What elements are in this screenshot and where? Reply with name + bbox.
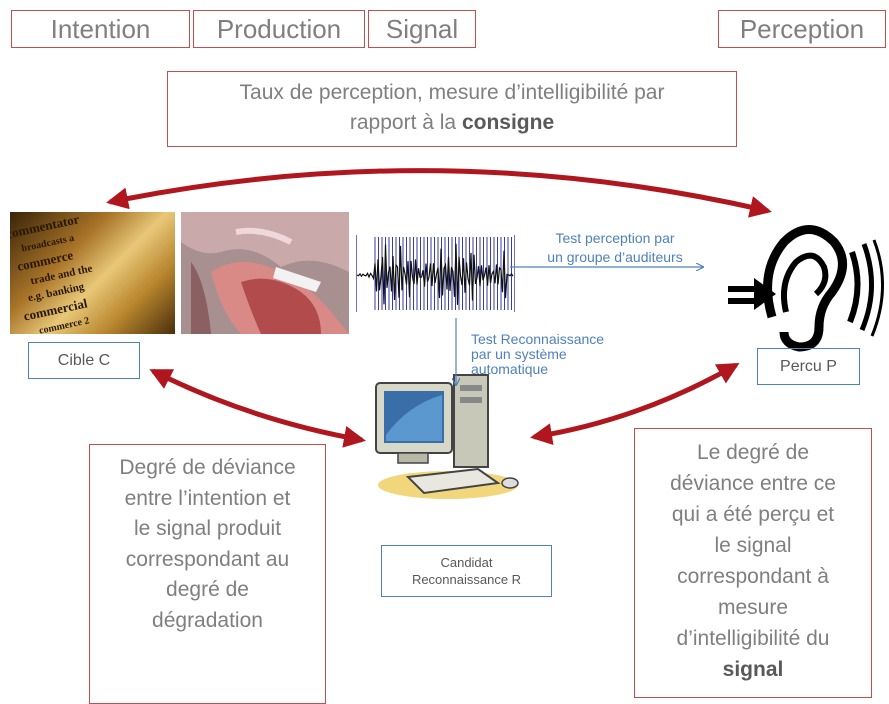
right-deviance-line2: déviance entre ce (670, 472, 836, 495)
vocal-tract-image (181, 212, 349, 334)
cible-box: Cible C (28, 342, 140, 379)
waveform-image (356, 235, 515, 312)
vocal-tract-drawing (181, 212, 349, 334)
dictionary-image: commentator broadcasts a commerce trade … (10, 212, 175, 334)
test-perception-label: Test perception par un groupe d’auditeur… (535, 231, 695, 265)
computer-image (368, 365, 528, 505)
candidat-line1: Candidat (440, 555, 493, 570)
candidat-line2: Reconnaissance R (411, 572, 522, 587)
left-deviance-line2: entre l’intention et (124, 486, 291, 510)
right-deviance-box: Le degré de déviance entre ce qui a été … (634, 428, 872, 698)
right-red-arrow (530, 362, 740, 446)
computer-drawing (375, 374, 519, 499)
perception-rate-box: Taux de perception, mesure d’intelligibi… (167, 71, 737, 147)
right-deviance-line6: mesure (717, 596, 789, 619)
right-deviance-line4: le signal (714, 534, 792, 557)
waveform-drawing (357, 237, 514, 310)
header-signal: Signal (368, 10, 476, 48)
perception-rate-line1: Taux de perception, mesure d’intelligibi… (239, 81, 665, 104)
left-deviance-line4: correspondant au (125, 547, 290, 571)
right-deviance-line1: Le degré de (696, 441, 810, 464)
test-reconnaissance-line1: Test Reconnaissance (471, 331, 605, 347)
header-perception: Perception (718, 10, 886, 48)
ear-image (724, 212, 884, 360)
arrows-overlay (106, 168, 772, 448)
test-reconnaissance-line2: par un système (471, 346, 567, 362)
right-deviance-line5: correspondant à (677, 565, 829, 588)
left-red-arrow (149, 368, 366, 448)
dictionary-text-marks: commentator broadcasts a commerce trade … (10, 212, 94, 334)
left-deviance-line1: Degré de déviance (119, 456, 296, 479)
left-deviance-line6: dégradation (152, 608, 263, 632)
right-deviance-line8: signal (722, 658, 784, 681)
ear-drawing (728, 225, 884, 352)
right-deviance-line7: d’intelligibilité du (676, 627, 830, 650)
test-reconnaissance-label: Test Reconnaissance par un système autom… (471, 332, 604, 377)
header-production: Production (193, 10, 365, 48)
test-perception-line1: Test perception par (555, 230, 675, 246)
candidat-box: Candidat Reconnaissance R (381, 545, 552, 597)
test-reconnaissance-line3: automatique (471, 361, 549, 377)
test-perception-line2: un groupe d’auditeurs (547, 249, 683, 265)
left-deviance-box: Degré de déviance entre l’intention et l… (89, 444, 326, 704)
left-deviance-line3: le signal produit (133, 517, 282, 540)
percu-box: Percu P (757, 348, 860, 385)
perception-rate-line2: rapport à la consigne (349, 111, 555, 134)
right-deviance-line3: qui a été perçu et (671, 503, 835, 526)
left-deviance-line5: degré de (166, 578, 249, 601)
header-intention: Intention (11, 10, 190, 48)
top-red-arrow (106, 168, 772, 218)
